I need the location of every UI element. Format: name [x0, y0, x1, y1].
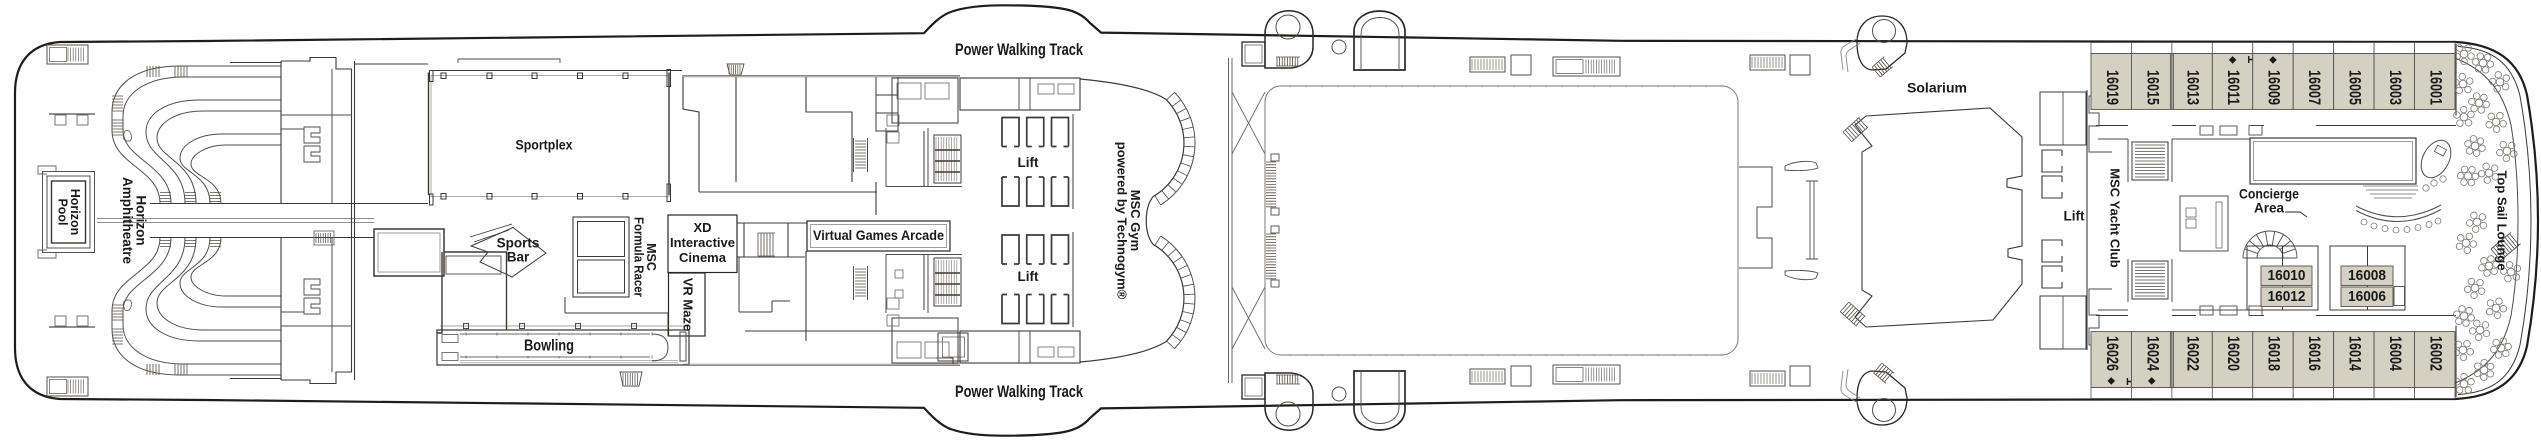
- cabin-16007: 16007: [2292, 42, 2335, 110]
- cabin-16011: 16011 ◆: [2211, 42, 2254, 110]
- solarium-label: Solarium: [1907, 80, 1967, 96]
- solarium: [1840, 107, 2023, 328]
- virtual-games-arcade-label: Virtual Games Arcade: [813, 228, 944, 243]
- lift-gym-upper-label: Lift: [1018, 155, 1039, 170]
- sportplex-court: [354, 58, 682, 206]
- cabin-16008: 16008: [2340, 265, 2394, 286]
- cabin-number: 16010: [2268, 267, 2306, 284]
- msc-gym: [885, 77, 1196, 364]
- cabin-number: 16016: [2305, 336, 2323, 371]
- mid-deck: [1469, 15, 1908, 426]
- cabins: 16019 16015 16013 16011 ◆ 16009 ◆ 16007 16005 160…: [2090, 42, 2456, 399]
- cabin-16019: 16019: [2090, 42, 2132, 110]
- cabin-16001: 16001: [2414, 42, 2456, 110]
- cabin-16005: 16005: [2333, 42, 2375, 110]
- vr-maze-label: VR Maze: [681, 278, 696, 331]
- msc-yacht-club-label: MSC Yacht Club: [2108, 168, 2123, 268]
- cabin-number: 16022: [2184, 336, 2202, 371]
- cabin-16020: 16020: [2211, 331, 2254, 399]
- cabin-16015: 16015: [2130, 42, 2173, 110]
- cabin-number: 16019: [2103, 70, 2121, 105]
- cabin-number: 16026: [2103, 336, 2121, 371]
- cabin-number: 16001: [2426, 70, 2444, 105]
- top-sail-lounge: [2422, 44, 2522, 397]
- hull-inner-line: [2457, 46, 2532, 395]
- msc-formula-racer: [564, 216, 669, 336]
- xd-cinema-vr-maze: [667, 214, 738, 337]
- msc-formula-racer-label-1: MSC: [644, 243, 658, 271]
- cabin-16014: 16014: [2333, 331, 2375, 399]
- hull: [13, 4, 2540, 437]
- cabin-number: 16014: [2346, 336, 2364, 372]
- cabin-number: 16015: [2143, 70, 2161, 105]
- msc-gym-label-1: MSC Gym: [1128, 190, 1143, 251]
- msc-gym-label-2: powered by Technogym®: [1115, 142, 1130, 300]
- xd-cinema-label-1: XD: [693, 220, 711, 235]
- sports-bar-rooms: [373, 228, 643, 387]
- cabin-number: 16004: [2386, 336, 2404, 372]
- labels: Power Walking Track Power Walking Track …: [56, 41, 2510, 401]
- bowling-label: Bowling: [524, 338, 574, 355]
- cabin-16016: 16016: [2292, 331, 2335, 399]
- concierge-area-label-2: Area: [2254, 201, 2285, 216]
- diamond-icon: ◆: [2269, 55, 2277, 66]
- cabin-number: 16024: [2143, 336, 2161, 372]
- power-walking-track-top-label: Power Walking Track: [955, 41, 1084, 59]
- diamond-icon: ◆: [2229, 55, 2237, 66]
- cabin-number: 16020: [2224, 336, 2242, 371]
- cabin-number: 16011: [2224, 70, 2242, 105]
- sportplex-label: Sportplex: [516, 138, 573, 153]
- diamond-icon: ◆: [2107, 376, 2115, 387]
- concierge-area-label-1: Concierge: [2239, 187, 2299, 202]
- bowling-alley: [436, 323, 690, 366]
- hull-outline: [13, 4, 2540, 437]
- diamond-icon: ◆: [2148, 376, 2156, 387]
- cabin-16024: 16024 ◆: [2130, 331, 2173, 399]
- cabin-16012: 16012: [2260, 286, 2313, 307]
- stern-deck: [37, 44, 132, 397]
- virtual-games-arcade: [682, 63, 969, 366]
- cabin-number: 16005: [2346, 70, 2364, 105]
- cabin-number: 16007: [2305, 70, 2323, 105]
- stern-service-rooms: [230, 56, 356, 385]
- xd-cinema-label-2: Interactive: [670, 235, 735, 250]
- cabin-16018: 16018: [2252, 331, 2294, 399]
- horizon-amphitheatre: [97, 65, 428, 376]
- xd-cinema-label-3: Cinema: [679, 250, 727, 265]
- sports-court: [1264, 84, 1739, 357]
- msc-formula-racer-label-2: Formula Racer: [632, 217, 646, 297]
- deck-structures: [37, 10, 2522, 431]
- horizon-pool-label-1: Horizon: [68, 189, 82, 236]
- cabin-16006: 16006: [2340, 286, 2394, 307]
- horizon-amphitheatre-label-2: Amphitheatre: [120, 177, 135, 265]
- top-sail-lounge-label: Top Sail Lounge: [2495, 170, 2510, 270]
- cabin-number: 16008: [2348, 267, 2386, 284]
- cabin-number: 16018: [2265, 336, 2283, 371]
- cabin-16004: 16004: [2373, 331, 2415, 399]
- cabin-number: 16002: [2426, 336, 2444, 371]
- cabin-16022: 16022: [2171, 331, 2213, 399]
- cabin-16026: 16026 ◆: [2090, 331, 2132, 399]
- sports-bar-label-1: Sports: [497, 236, 540, 251]
- lift-yacht-club-label: Lift: [2064, 209, 2085, 224]
- cabin-16010: 16010: [2260, 265, 2313, 286]
- cabin-number: 16012: [2268, 288, 2306, 305]
- forward-lift-lobby: [2039, 90, 2112, 350]
- cabin-number: 16009: [2265, 70, 2283, 105]
- cabin-number: 16013: [2184, 70, 2202, 105]
- cabin-number: 16003: [2386, 70, 2404, 105]
- funnel-deck: [1228, 10, 1406, 431]
- lift-gym-lower-label: Lift: [1018, 269, 1039, 284]
- cabin-16013: 16013: [2171, 42, 2213, 110]
- cabin-16009: 16009 ◆: [2252, 42, 2294, 110]
- cabin-16002: 16002: [2414, 331, 2456, 399]
- power-walking-track-bottom-label: Power Walking Track: [955, 383, 1084, 401]
- cabin-16003: 16003: [2373, 42, 2415, 110]
- horizon-pool-label-2: Pool: [56, 198, 70, 225]
- sports-bar-label-2: Bar: [507, 250, 530, 265]
- horizon-amphitheatre-label-1: Horizon: [133, 195, 148, 245]
- cabin-number: 16006: [2348, 288, 2386, 305]
